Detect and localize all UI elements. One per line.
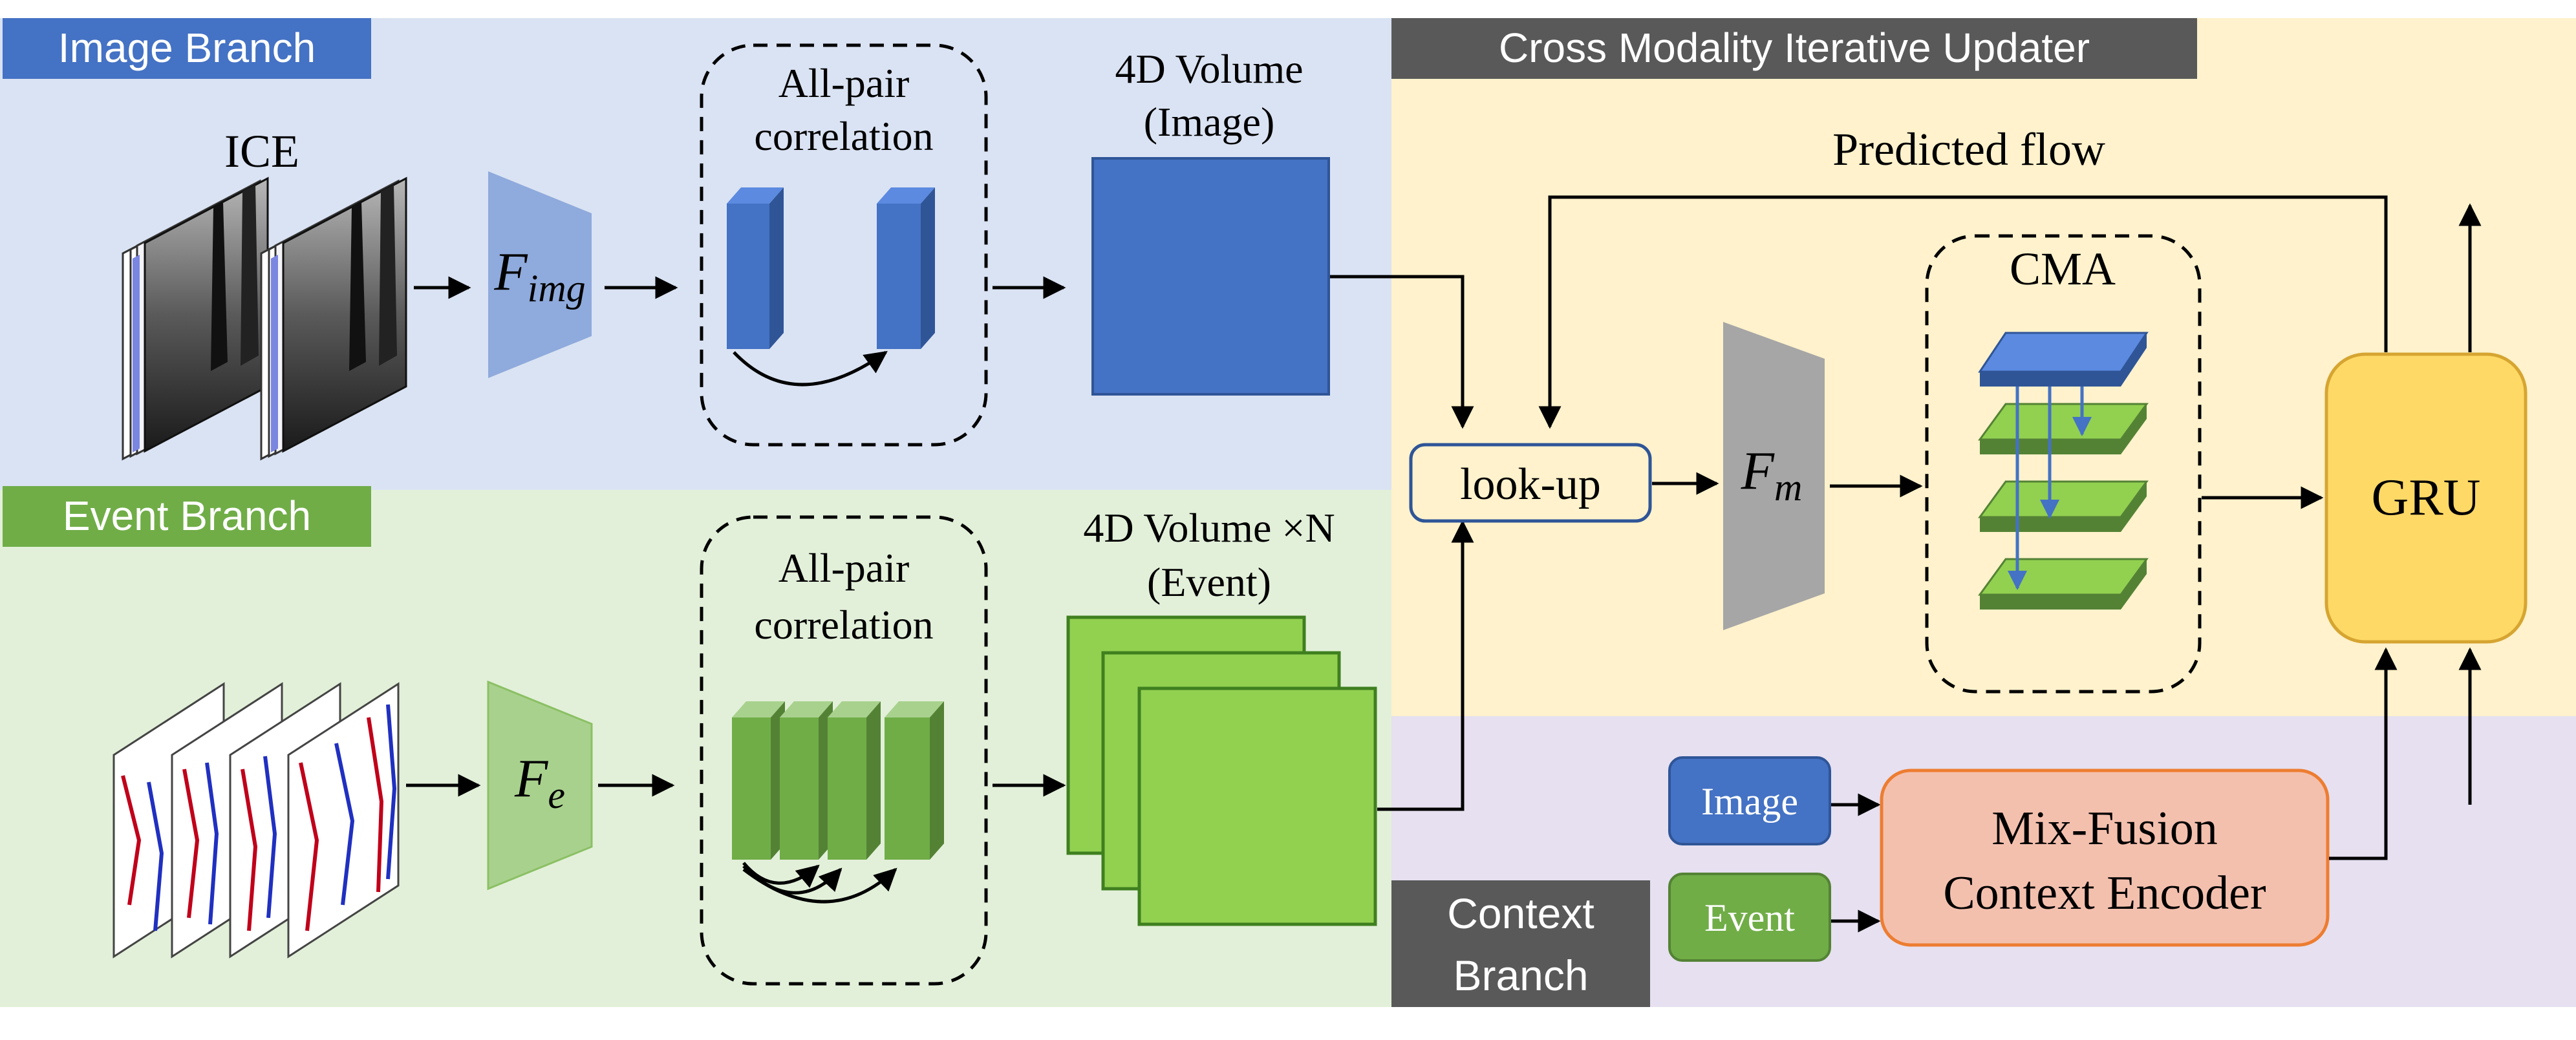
svg-text:CMA: CMA xyxy=(2010,243,2116,295)
svg-text:look-up: look-up xyxy=(1460,460,1601,509)
event-feature-slab-3 xyxy=(828,701,881,860)
image-branch-header: Image Branch xyxy=(3,18,371,79)
svg-text:Fimg: Fimg xyxy=(493,242,585,310)
svg-text:4D Volume ×N: 4D Volume ×N xyxy=(1083,505,1335,551)
event-feature-slab-2 xyxy=(780,701,833,860)
event-branch-header: Event Branch xyxy=(3,486,371,547)
context-image-input: Image xyxy=(1668,756,1831,845)
gru-block: GRU xyxy=(2324,352,2528,644)
lookup-box: look-up xyxy=(1409,443,1652,523)
image-feature-slab-right xyxy=(877,187,935,349)
svg-text:Image: Image xyxy=(1701,780,1798,823)
mix-fusion-context-encoder: Mix-Fusion Context Encoder xyxy=(1880,769,2330,947)
event-4d-volume-stack: 4D Volume ×N (Event) xyxy=(1066,505,1377,926)
svg-text:Fe: Fe xyxy=(514,748,565,816)
svg-text:(Event): (Event) xyxy=(1147,559,1271,605)
event-image-stack xyxy=(113,682,400,959)
event-correlation-curve-3 xyxy=(742,867,897,904)
context-event-input: Event xyxy=(1668,873,1831,962)
event-encoder-trapezoid: Fe xyxy=(487,680,593,891)
image-volume-to-lookup-arrow xyxy=(1330,275,1474,429)
svg-text:GRU: GRU xyxy=(2372,469,2481,526)
svg-text:Fm: Fm xyxy=(1741,441,1803,509)
svg-text:Event Branch: Event Branch xyxy=(63,493,311,539)
image-encoder-trapezoid: Fimg xyxy=(488,171,592,378)
svg-text:Image Branch: Image Branch xyxy=(58,25,316,71)
event-volume-to-lookup-arrow xyxy=(1377,520,1474,811)
event-feature-slab-1 xyxy=(732,701,785,860)
cma-box: CMA xyxy=(1925,234,2202,694)
svg-text:(Image): (Image) xyxy=(1144,99,1275,145)
encoder-to-gru-arrow xyxy=(2329,647,2398,860)
image-4d-volume: 4D Volume (Image) xyxy=(1091,46,1330,396)
cma-query-plane xyxy=(1978,332,2149,387)
ice-image-stack-2 xyxy=(260,176,407,461)
svg-text:Event: Event xyxy=(1704,897,1795,939)
svg-text:Context Encoder: Context Encoder xyxy=(1943,867,2266,920)
svg-text:All-pair: All-pair xyxy=(778,60,910,106)
svg-text:4D Volume: 4D Volume xyxy=(1115,46,1304,92)
predicted-flow-feedback-arrow xyxy=(1538,195,2388,429)
cma-key-plane-1 xyxy=(1978,403,2149,454)
context-branch-header: Context Branch xyxy=(1391,880,1650,1007)
motion-encoder-trapezoid: Fm xyxy=(1723,322,1825,630)
ice-image-stack-1 xyxy=(122,176,269,461)
svg-text:correlation: correlation xyxy=(754,113,933,159)
cma-key-plane-3 xyxy=(1978,558,2149,610)
event-correlation-curve-1 xyxy=(742,862,820,888)
svg-text:Cross Modality Iterative Updat: Cross Modality Iterative Updater xyxy=(1499,25,2090,71)
ice-label: ICE xyxy=(224,125,299,177)
event-correlation-box: All-pair correlation xyxy=(700,515,988,986)
svg-text:Context: Context xyxy=(1447,889,1594,937)
cma-key-plane-2 xyxy=(1978,480,2149,532)
predicted-flow-label: Predicted flow xyxy=(1832,123,2105,175)
image-feature-slab-left xyxy=(727,187,784,349)
updater-header: Cross Modality Iterative Updater xyxy=(1391,18,2197,79)
svg-text:All-pair: All-pair xyxy=(778,545,910,591)
image-correlation-curve-arrow xyxy=(733,350,888,387)
image-correlation-box: All-pair correlation xyxy=(700,43,988,447)
svg-text:Branch: Branch xyxy=(1453,951,1588,999)
svg-text:correlation: correlation xyxy=(754,602,933,648)
event-feature-slab-4 xyxy=(885,701,944,860)
svg-text:Mix-Fusion: Mix-Fusion xyxy=(1991,802,2218,855)
